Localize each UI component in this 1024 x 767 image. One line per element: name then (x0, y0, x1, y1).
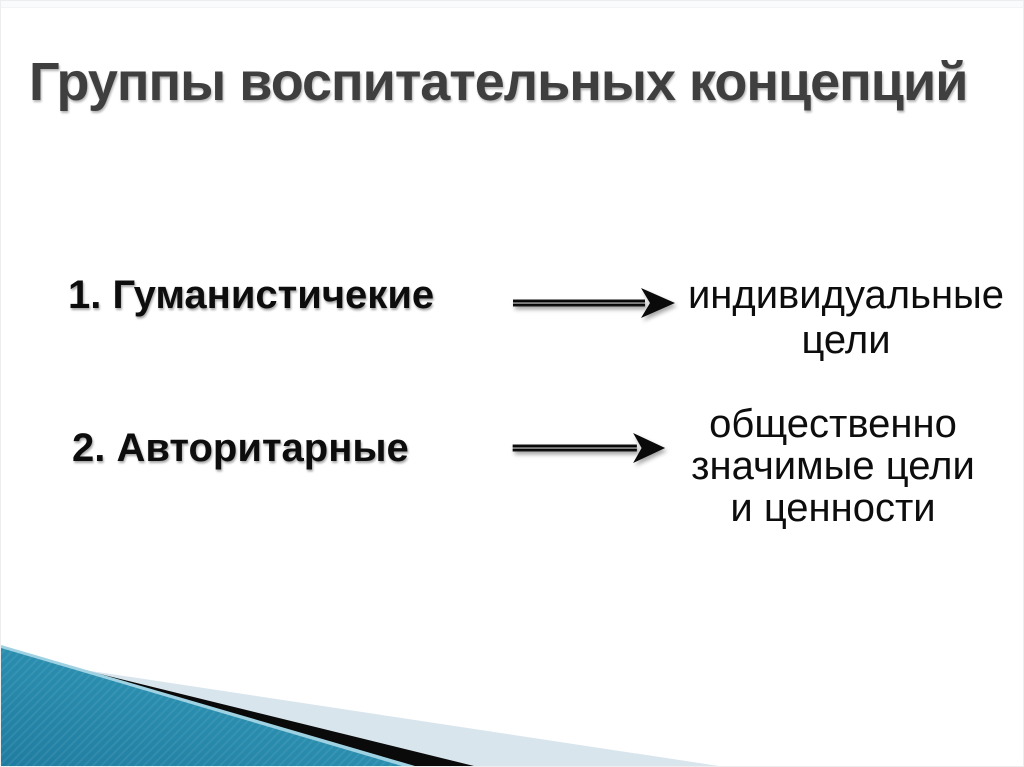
target-line: индивидуальные (687, 273, 1005, 317)
target-line: значимые цели (691, 444, 975, 488)
target-text-social-goals: общественно значимые цели и ценности (663, 403, 1003, 529)
target-text-individual-goals: индивидуальные цели (681, 273, 1011, 363)
arrow-right-icon (512, 433, 666, 463)
target-line: цели (801, 318, 891, 362)
arrow-right-icon (513, 288, 675, 318)
teal-wedge-hatch (1, 648, 402, 766)
target-line: и ценности (730, 486, 936, 530)
bottom-left-decoration (1, 645, 719, 766)
concept-label-authoritarian: 2. Авторитарные (72, 426, 409, 470)
black-stripe (19, 654, 474, 766)
concept-label-humanistic: 1. Гуманистичекие (68, 273, 435, 317)
target-line: общественно (709, 402, 957, 446)
slide-title: Группы воспитательных концепций (29, 52, 968, 112)
